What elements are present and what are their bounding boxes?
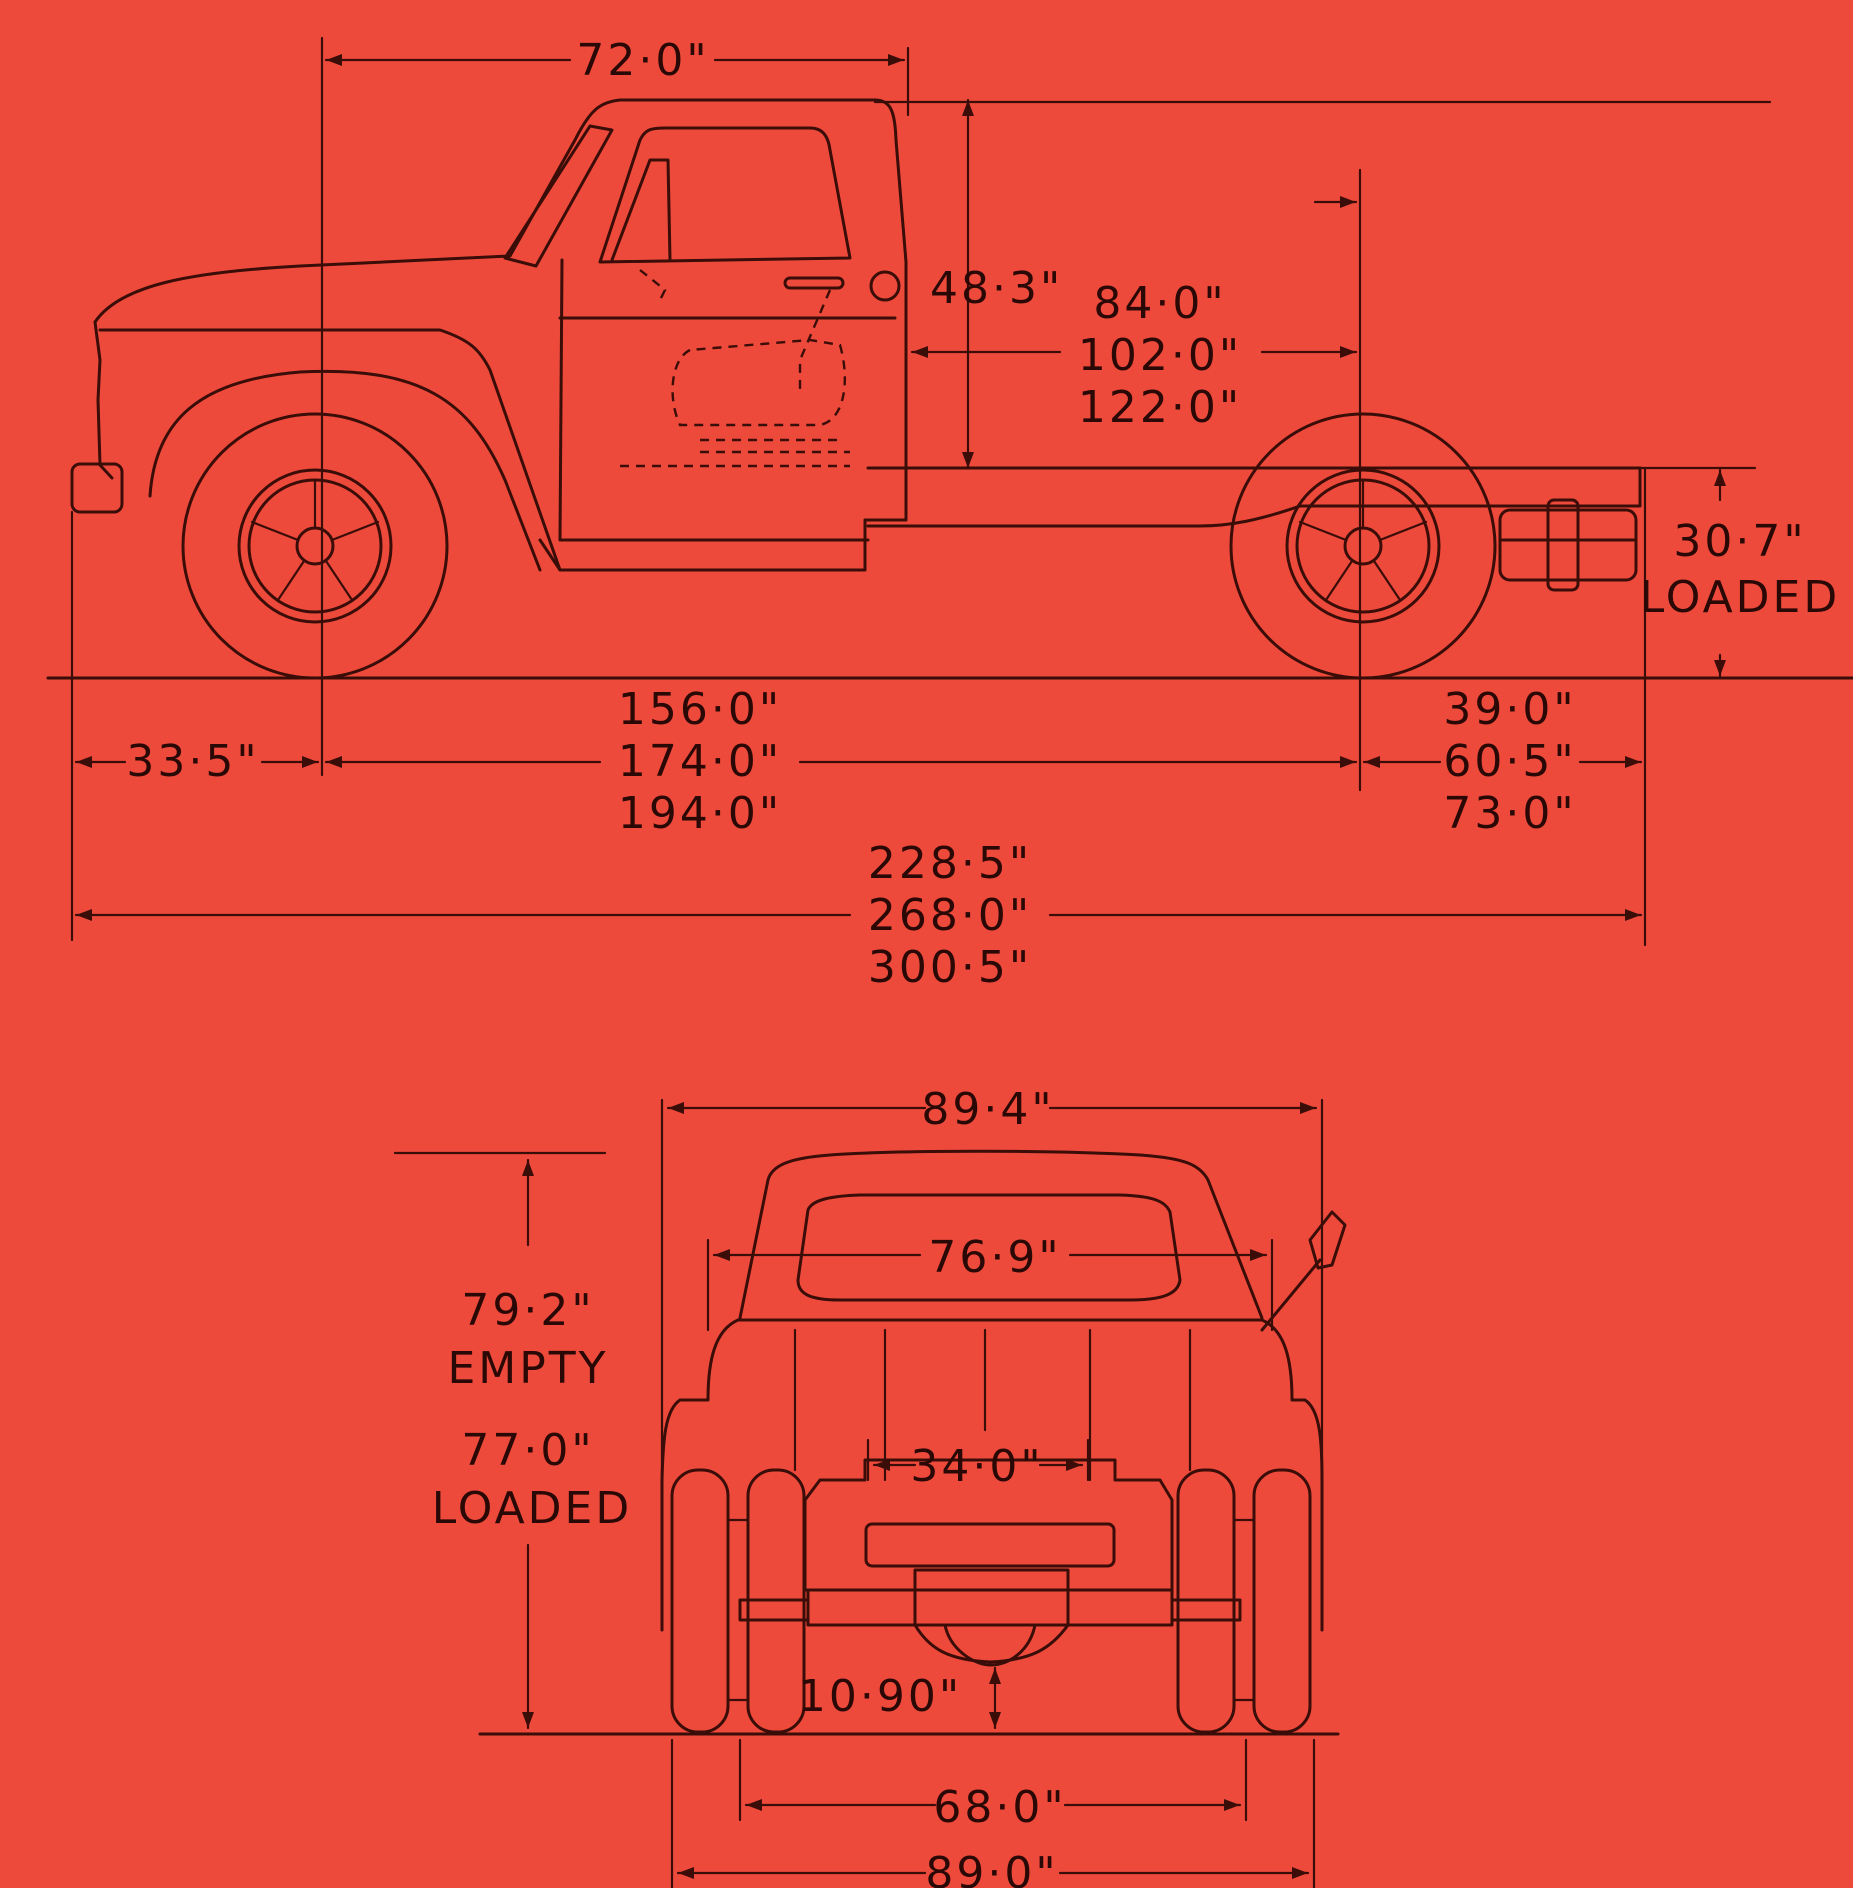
rear-dual-wheels-left — [670, 1468, 806, 1734]
overall-length-label-1: 228·5" — [868, 838, 1032, 889]
frame-width-label: 34·0" — [910, 1441, 1043, 1492]
front-overhang-label: 33·5" — [126, 736, 259, 787]
frame-height-label: 30·7" — [1673, 516, 1806, 567]
height-empty-label: 79·2" — [461, 1285, 594, 1336]
track-label: 68·0" — [933, 1782, 1066, 1833]
height-loaded-label: 77·0" — [461, 1425, 594, 1476]
truck-rear-outline — [660, 1149, 1347, 1667]
rear-width-label: 89·0" — [925, 1848, 1058, 1888]
wheelbase-label-1: 156·0" — [618, 684, 782, 735]
rear-dual-wheels-right — [1176, 1468, 1312, 1734]
cab-height-label: 48·3" — [930, 263, 1063, 314]
rear-arrowheads — [522, 1102, 1316, 1879]
rear-wheel — [1229, 412, 1497, 680]
cab-to-axle-label-2: 102·0" — [1078, 330, 1242, 381]
cab-to-axle-label-3: 122·0" — [1078, 382, 1242, 433]
rear-overhang-label-2: 60·5" — [1443, 736, 1576, 787]
rear-overhang-label-1: 39·0" — [1443, 684, 1576, 735]
side-view: 72·0" 48·3" 84·0" 102·0" 122·0" 30·7" LO… — [46, 35, 1853, 993]
rear-labels: 89·4" 76·9" 79·2" EMPTY 77·0" LOADED 34·… — [432, 1084, 1066, 1888]
overall-length-label-2: 268·0" — [868, 890, 1032, 941]
cab-to-axle-label-1: 84·0" — [1093, 278, 1226, 329]
cab-width-label: 76·9" — [928, 1232, 1061, 1283]
side-arrowheads — [76, 54, 1726, 921]
overall-length-label-3: 300·5" — [868, 942, 1032, 993]
rear-overhang-label-3: 73·0" — [1443, 788, 1576, 839]
height-empty-note: EMPTY — [447, 1343, 608, 1394]
truck-side-outline — [70, 98, 1642, 592]
wheelbase-label-3: 194·0" — [618, 788, 782, 839]
rear-dimension-lines — [393, 1098, 1324, 1888]
height-loaded-note: LOADED — [432, 1483, 632, 1534]
rear-view: 89·4" 76·9" 79·2" EMPTY 77·0" LOADED 34·… — [393, 1084, 1347, 1888]
front-wheel — [181, 412, 449, 680]
overall-width-label: 89·4" — [921, 1084, 1054, 1135]
side-dimension-lines — [70, 36, 1772, 947]
cab-length-label: 72·0" — [576, 35, 709, 86]
frame-height-note: LOADED — [1640, 572, 1840, 623]
side-labels: 72·0" 48·3" 84·0" 102·0" 122·0" 30·7" LO… — [126, 35, 1840, 993]
wheelbase-label-2: 174·0" — [618, 736, 782, 787]
ground-clearance-label: 10·90" — [798, 1671, 962, 1722]
